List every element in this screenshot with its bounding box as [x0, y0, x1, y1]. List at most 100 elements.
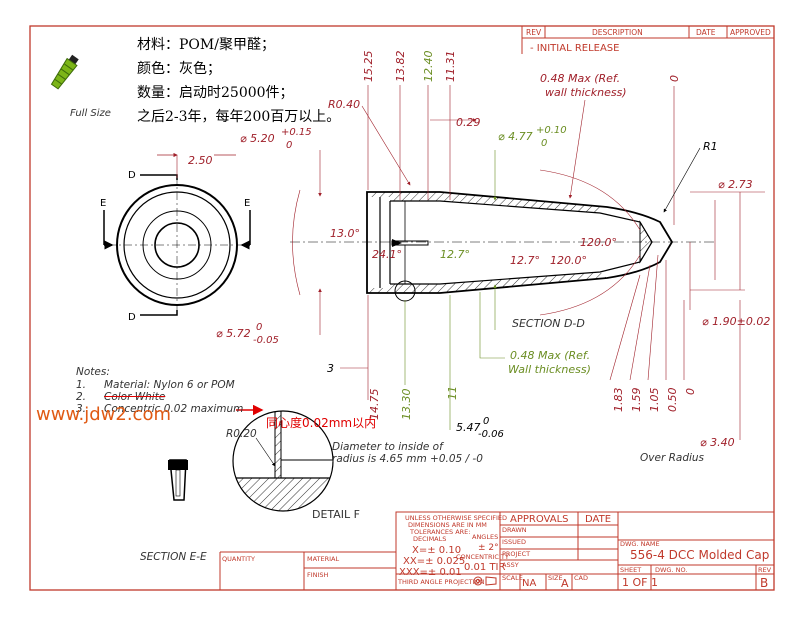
svg-text:CAD: CAD — [574, 574, 588, 582]
dim-phi-5-72-tol-zero: 0 — [256, 322, 262, 333]
svg-text:QUANTITY: QUANTITY — [222, 555, 255, 563]
section-dd-body — [290, 191, 715, 302]
section-marker-e-left: E — [100, 198, 106, 209]
spec-color: 颜色：灰色； — [137, 61, 221, 77]
wall-top-line1: 0.48 Max (Ref. — [540, 72, 620, 85]
dim-angle-12-7-a: 12.7° — [440, 248, 470, 261]
diameter-note-line1: Diameter to inside of — [332, 441, 445, 453]
approved-header: APPROVED — [730, 28, 771, 37]
dim-13-82: 13.82 — [394, 51, 407, 83]
svg-text:ANGLES: ANGLES — [472, 533, 498, 541]
diameter-note-line2: radius is 4.65 mm +0.05 / -0 — [332, 453, 483, 465]
dim-5-47-tol-minus: -0.06 — [478, 429, 504, 440]
svg-text:X=± 0.10: X=± 0.10 — [412, 545, 461, 556]
svg-text:TOLERANCES ARE:: TOLERANCES ARE: — [409, 528, 470, 536]
note-2: Color White — [104, 391, 166, 403]
svg-text:FINISH: FINISH — [307, 571, 329, 579]
dim-14-75: 14.75 — [368, 389, 381, 421]
svg-text:SHEET: SHEET — [620, 566, 641, 574]
dim-phi-4-77-tol-plus: +0.10 — [536, 125, 567, 136]
dim-5-47: 5.47 — [456, 421, 481, 434]
dim-r0-40: R0.40 — [328, 98, 360, 111]
concentricity-annotation: 同心度0.02mm以内 — [266, 416, 377, 430]
dim-angle-12-7-b: 12.7° — [510, 254, 540, 267]
svg-text:XXX=± 0.01: XXX=± 0.01 — [399, 567, 462, 578]
svg-text:CONCENTRICITY: CONCENTRICITY — [456, 553, 509, 561]
revision-block: REV DESCRIPTION DATE APPROVED - INITIAL … — [521, 25, 775, 54]
svg-text:DRAWN: DRAWN — [502, 526, 527, 534]
date-header: DATE — [696, 28, 716, 37]
svg-text:SCALE: SCALE — [502, 574, 523, 582]
svg-text:DECIMALS: DECIMALS — [413, 535, 446, 543]
dim-phi-5-72: ⌀ 5.72 — [216, 327, 251, 340]
section-ee-view — [168, 459, 188, 501]
end-view — [103, 174, 251, 316]
svg-text:0.01 TIR: 0.01 TIR — [464, 562, 506, 573]
dim-0-50: 0.50 — [666, 388, 679, 413]
detail-f-label: DETAIL F — [312, 508, 360, 521]
dim-phi-2-73: ⌀ 2.73 — [718, 178, 753, 191]
note-1: Material: Nylon 6 or POM — [104, 379, 235, 391]
dim-0-29: 0.29 — [456, 116, 481, 129]
svg-text:APPROVALS: APPROVALS — [510, 514, 569, 525]
dim-phi-5-20: ⌀ 5.20 — [240, 132, 275, 145]
notes-title: Notes: — [76, 366, 110, 378]
dim-11-31: 11.31 — [444, 51, 457, 83]
dim-2-50: 2.50 — [188, 154, 213, 167]
svg-text:NA: NA — [522, 578, 536, 589]
dim-phi-4-77-tol-zero: 0 — [541, 138, 547, 149]
dim-3: 3 — [327, 362, 334, 375]
note-3-number: 3. — [76, 403, 87, 415]
title-block-text: UNLESS OTHERWISE SPECIFIED DIMENSIONS AR… — [222, 514, 772, 590]
svg-text:DWG. NO.: DWG. NO. — [655, 566, 687, 574]
svg-text:DIMENSIONS ARE IN MM: DIMENSIONS ARE IN MM — [408, 521, 487, 529]
svg-text:DATE: DATE — [585, 514, 611, 525]
dim-13-30: 13.30 — [400, 389, 413, 421]
note-1-number: 1. — [76, 379, 87, 391]
spec-future-volume: 之后2-3年，每年200百万以上。 — [137, 109, 341, 125]
section-marker-e-right: E — [244, 198, 250, 209]
rev-header: REV — [526, 28, 542, 37]
full-size-label: Full Size — [70, 108, 111, 119]
dim-1-59: 1.59 — [630, 388, 643, 413]
spec-material: 材料：POM/聚甲醛； — [137, 37, 275, 53]
section-marker-d-top: D — [128, 170, 136, 181]
note-3: Concentric 0.02 maximum — [104, 403, 244, 415]
section-ee-label: SECTION E-E — [140, 551, 207, 563]
svg-text:DWG. NAME: DWG. NAME — [620, 540, 660, 548]
svg-text:MATERIAL: MATERIAL — [307, 555, 340, 563]
svg-text:REV: REV — [758, 566, 772, 574]
dim-angle-120-b: 120.0° — [550, 254, 587, 267]
svg-text:ASSY: ASSY — [502, 561, 519, 569]
svg-text:A: A — [561, 577, 569, 590]
dim-1-05: 1.05 — [648, 388, 661, 413]
description-header: DESCRIPTION — [592, 28, 643, 37]
dim-angle-13: 13.0° — [330, 227, 360, 240]
dim-r1: R1 — [703, 140, 718, 153]
sheet-number: 1 OF 1 — [622, 576, 658, 589]
svg-text:UNLESS OTHERWISE SPECIFIED: UNLESS OTHERWISE SPECIFIED — [405, 514, 507, 522]
watermark: www.jdw2.com — [36, 404, 171, 425]
dim-phi-3-40: ⌀ 3.40 — [700, 436, 735, 449]
cap-thumbnail-icon — [50, 54, 79, 90]
dim-zero-top: 0 — [668, 75, 681, 82]
dim-r0-20: R0.20 — [226, 428, 257, 440]
dim-1-83: 1.83 — [612, 388, 625, 413]
over-radius-label: Over Radius — [640, 452, 705, 464]
section-dd-label: SECTION D-D — [512, 317, 585, 330]
dim-5-47-tol-zero: 0 — [483, 416, 489, 427]
svg-text:± 2°: ± 2° — [478, 543, 499, 553]
third-angle-projection-icon — [473, 576, 497, 586]
dim-15-25: 15.25 — [362, 51, 375, 83]
wall-bot-line1: 0.48 Max (Ref. — [510, 349, 590, 362]
wall-top-line2: wall thickness) — [545, 86, 627, 99]
drawing-name: 556-4 DCC Molded Cap — [630, 548, 769, 562]
wall-bot-line2: Wall thickness) — [508, 363, 591, 376]
svg-text:XX=± 0.025: XX=± 0.025 — [403, 556, 465, 567]
dim-phi-4-77: ⌀ 4.77 — [498, 130, 533, 143]
dim-11: 11 — [446, 386, 459, 400]
dim-phi-1-90: ⌀ 1.90±0.02 — [702, 315, 770, 328]
spec-quantity: 数量：启动时25000件； — [137, 85, 294, 101]
svg-text:THIRD ANGLE PROJECTION: THIRD ANGLE PROJECTION — [397, 578, 485, 586]
